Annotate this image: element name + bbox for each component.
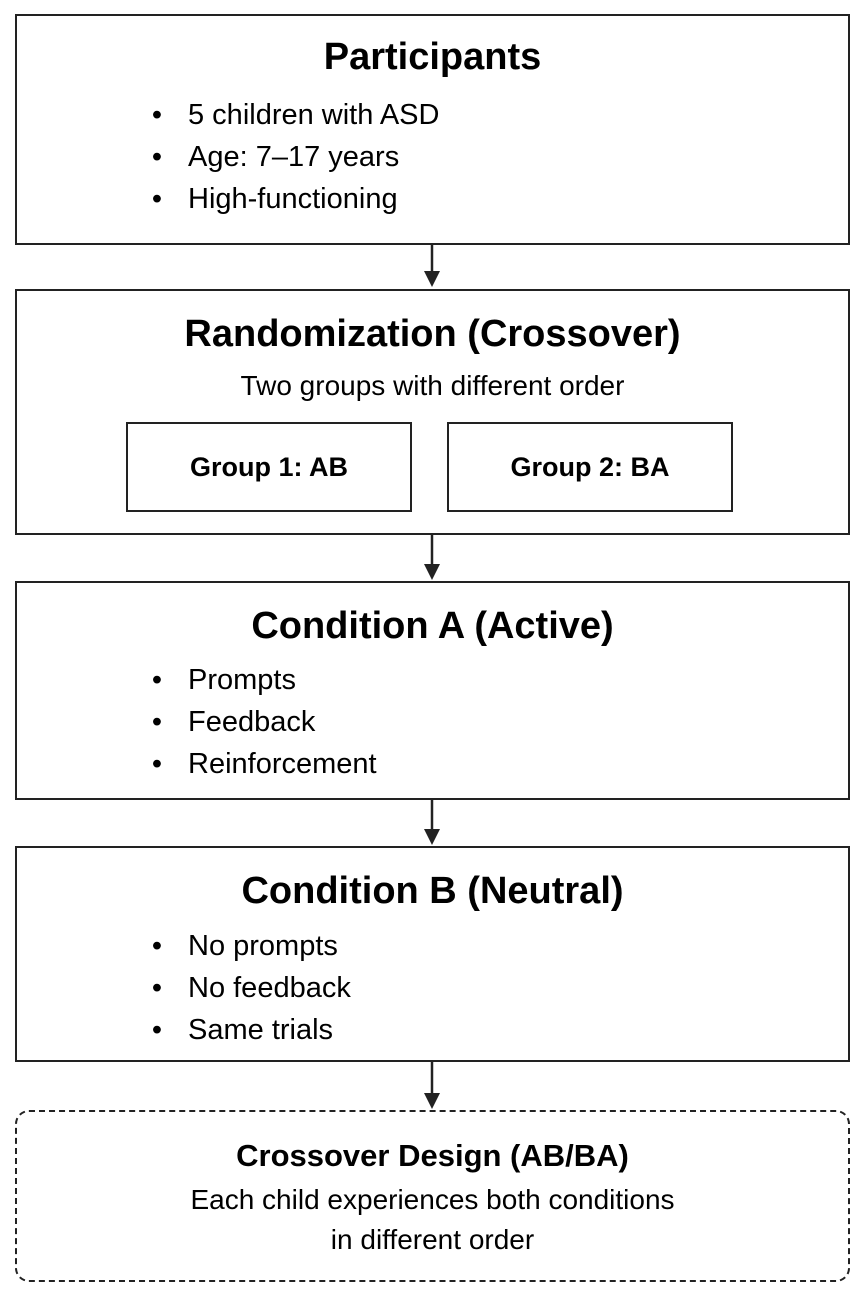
randomization-title: Randomization (Crossover): [184, 313, 681, 355]
condition-b-box: Condition B (Neutral) •No prompts •No fe…: [15, 846, 850, 1062]
randomization-box: Randomization (Crossover) Two groups wit…: [15, 289, 850, 535]
condition-b-list: •No prompts •No feedback •Same trials: [150, 925, 351, 1051]
group-1-box: Group 1: AB: [126, 422, 412, 512]
arrowhead-2: [424, 564, 440, 580]
arrowhead-4: [424, 1093, 440, 1109]
list-item: •Feedback: [151, 706, 316, 738]
list-item: •High-functioning: [151, 183, 398, 215]
condition-a-list: •Prompts •Feedback •Reinforcement: [150, 659, 377, 785]
list-item: •Age: 7–17 years: [151, 141, 400, 173]
list-item: •Prompts: [151, 664, 296, 696]
condition-b-title: Condition B (Neutral): [241, 870, 624, 912]
crossover-title: Crossover Design (AB/BA): [236, 1138, 629, 1173]
list-item: •Same trials: [151, 1014, 334, 1046]
condition-a-title: Condition A (Active): [251, 605, 614, 647]
crossover-line-2: in different order: [330, 1224, 535, 1255]
list-item: •5 children with ASD: [151, 99, 440, 131]
list-item: •Reinforcement: [151, 748, 377, 780]
group-2-box: Group 2: BA: [447, 422, 733, 512]
crossover-line-1: Each child experiences both conditions: [190, 1184, 675, 1215]
randomization-subtitle: Two groups with different order: [240, 370, 625, 401]
crossover-design-box: Crossover Design (AB/BA) Each child expe…: [15, 1110, 850, 1282]
list-item: •No feedback: [151, 972, 351, 1004]
participants-title: Participants: [323, 36, 542, 78]
arrowhead-3: [424, 829, 440, 845]
condition-a-box: Condition A (Active) •Prompts •Feedback …: [15, 581, 850, 800]
participants-list: •5 children with ASD •Age: 7–17 years •H…: [150, 94, 440, 220]
participants-box: Participants •5 children with ASD •Age: …: [15, 14, 850, 245]
arrowhead-1: [424, 271, 440, 287]
list-item: •No prompts: [151, 930, 338, 962]
